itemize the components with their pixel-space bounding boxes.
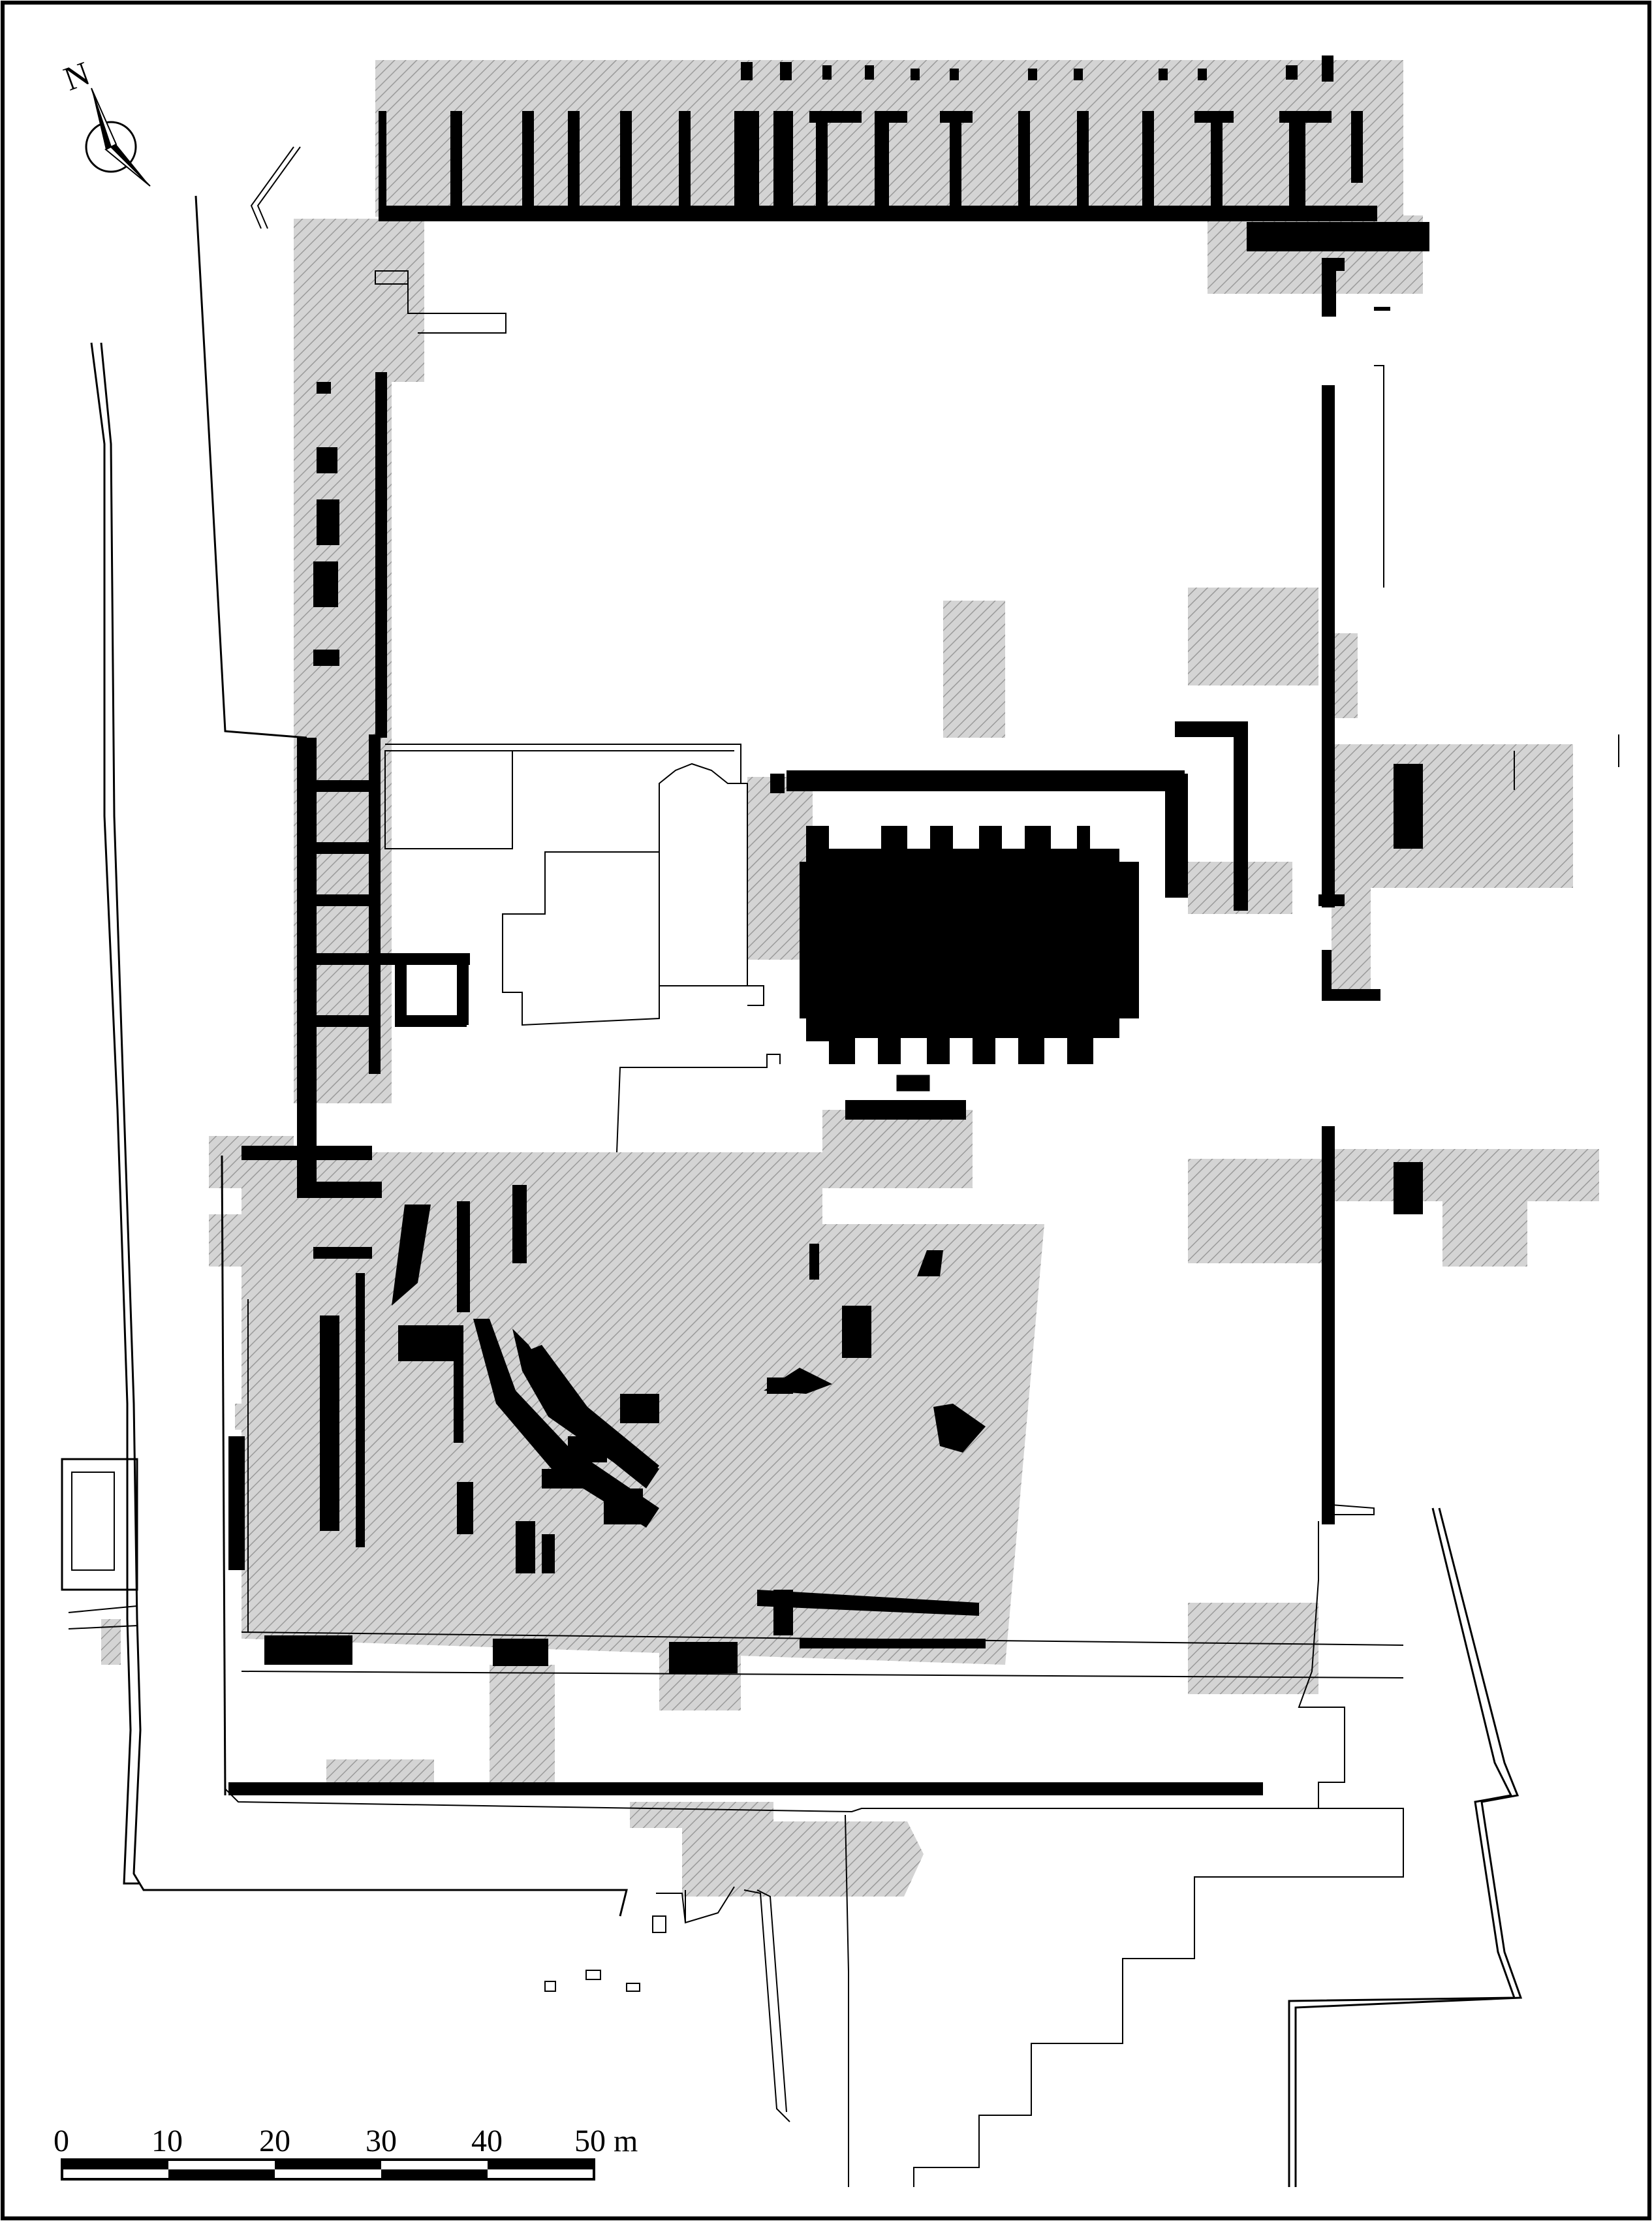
scale-tick-30: 30 [366,2124,397,2158]
scale-tick-10: 10 [151,2124,183,2158]
scale-tick-0: 0 [54,2124,69,2158]
scale-tick-20: 20 [259,2124,290,2158]
north-label: N [59,55,95,98]
outlines [61,146,1619,2187]
north-arrow-icon [85,87,151,187]
walls [228,55,1429,1795]
scale-tick-40: 40 [471,2124,503,2158]
scale-bar [61,2158,595,2181]
scale-tick-50: 50 m [574,2124,638,2158]
